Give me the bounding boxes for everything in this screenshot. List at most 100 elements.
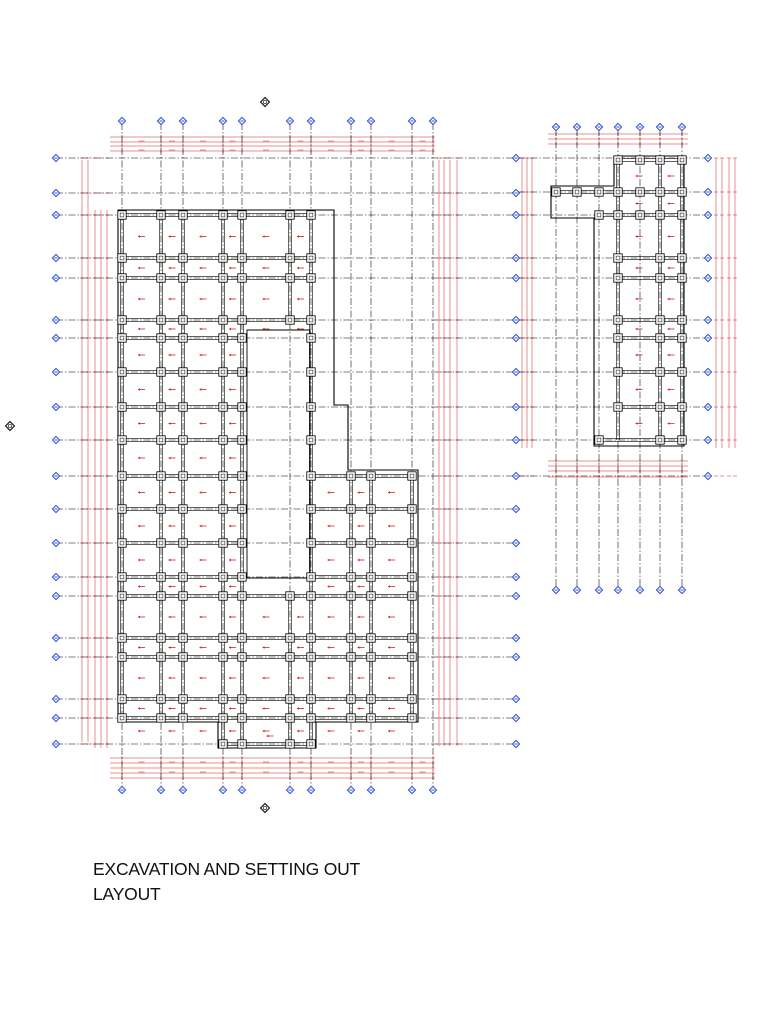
left-arrow-icon (667, 235, 675, 238)
column-footing (218, 435, 228, 445)
column-footing (306, 273, 316, 283)
grid-bubble-icon (594, 585, 604, 595)
column-footing (237, 402, 247, 412)
grid-bubble-icon (178, 116, 188, 126)
grid-bubble-icon (346, 116, 356, 126)
grid-bubble-icon (511, 333, 521, 343)
column-footing (178, 273, 188, 283)
left-arrow-icon (635, 266, 643, 270)
column-footing (156, 694, 166, 704)
column-footing (306, 435, 316, 445)
grid-bubble-icon (511, 188, 521, 198)
column-footing (366, 652, 376, 662)
column-footing (237, 367, 247, 377)
column-footing (407, 633, 417, 643)
column-footing (156, 333, 166, 343)
grid-bubble-icon (117, 116, 127, 126)
column-footing (677, 402, 687, 412)
column-footing (366, 572, 376, 582)
left-arrow-icon (357, 707, 365, 710)
left-arrow-icon (229, 235, 236, 238)
grid-bubble-icon (51, 367, 61, 377)
column-footing (237, 333, 247, 343)
left-arrow-icon (168, 524, 176, 528)
column-footing (366, 538, 376, 548)
column-footing (285, 315, 295, 325)
grid-bubble-icon (703, 367, 713, 377)
grid-bubble-icon (613, 122, 623, 132)
grid-bubble-icon (156, 116, 166, 126)
column-footing (613, 315, 623, 325)
column-footing (306, 367, 316, 377)
left-arrow-icon (297, 297, 304, 301)
column-footing (218, 713, 228, 723)
left-arrow-icon (635, 422, 643, 425)
grid-bubble-icon (635, 122, 645, 132)
column-footing (218, 333, 228, 343)
left-arrow-icon (229, 353, 236, 357)
grid-bubble-icon (51, 633, 61, 643)
column-footing (306, 652, 316, 662)
left-arrow-icon (635, 235, 643, 238)
grid-bubble-icon (703, 210, 713, 220)
column-footing (117, 504, 127, 514)
left-arrow-icon (138, 297, 145, 301)
grid-bubble-icon (117, 785, 127, 795)
column-footing (655, 333, 665, 343)
left-arrow-icon (667, 353, 675, 357)
grid-bubble-icon (51, 210, 61, 220)
column-footing (156, 591, 166, 601)
left-arrow-icon (635, 353, 643, 357)
column-footing (306, 315, 316, 325)
left-arrow-icon (262, 676, 270, 680)
left-arrow-icon (199, 615, 207, 619)
column-footing (346, 504, 356, 514)
column-footing (218, 652, 228, 662)
left-arrow-icon (388, 615, 395, 619)
column-footing (346, 572, 356, 582)
grid-bubble-icon (511, 273, 521, 283)
column-footing (237, 652, 247, 662)
column-footing (366, 504, 376, 514)
left-arrow-icon (168, 707, 176, 710)
column-footing (677, 367, 687, 377)
left-arrow-icon (138, 646, 145, 649)
grid-bubble-icon (156, 785, 166, 795)
left-arrow-icon (357, 558, 365, 562)
grid-bubble-icon (511, 591, 521, 601)
left-arrow-icon (199, 491, 207, 494)
column-footing (407, 538, 417, 548)
column-footing (117, 694, 127, 704)
column-footing (366, 633, 376, 643)
left-arrow-icon (138, 456, 145, 460)
left-arrow-icon (327, 676, 335, 680)
column-footing (117, 315, 127, 325)
left-arrow-icon (635, 297, 643, 301)
grid-bubble-icon (285, 116, 295, 126)
grid-bubble-icon (511, 153, 521, 163)
drawing-title-line-2: LAYOUT (93, 884, 161, 904)
column-footing (306, 538, 316, 548)
column-footing (407, 471, 417, 481)
column-footing (218, 591, 228, 601)
left-arrow-icon (327, 558, 335, 562)
column-footing (306, 471, 316, 481)
grid-bubble-icon (51, 273, 61, 283)
column-footing (117, 367, 127, 377)
left-arrow-icon (388, 491, 395, 494)
grid-bubble-icon (511, 504, 521, 514)
left-arrow-icon (327, 615, 335, 619)
left-arrow-icon (667, 266, 675, 270)
north-marker-icon (259, 96, 271, 108)
column-footing (285, 713, 295, 723)
column-footing (156, 504, 166, 514)
column-footing (366, 591, 376, 601)
left-arrow-icon (168, 585, 176, 588)
left-arrow-icon (168, 676, 176, 680)
column-footing (178, 572, 188, 582)
grid-bubble-icon (407, 116, 417, 126)
left-arrow-icon (168, 327, 176, 331)
left-arrow-icon (388, 558, 395, 562)
left-arrow-icon (138, 729, 145, 733)
column-footing (655, 435, 665, 445)
